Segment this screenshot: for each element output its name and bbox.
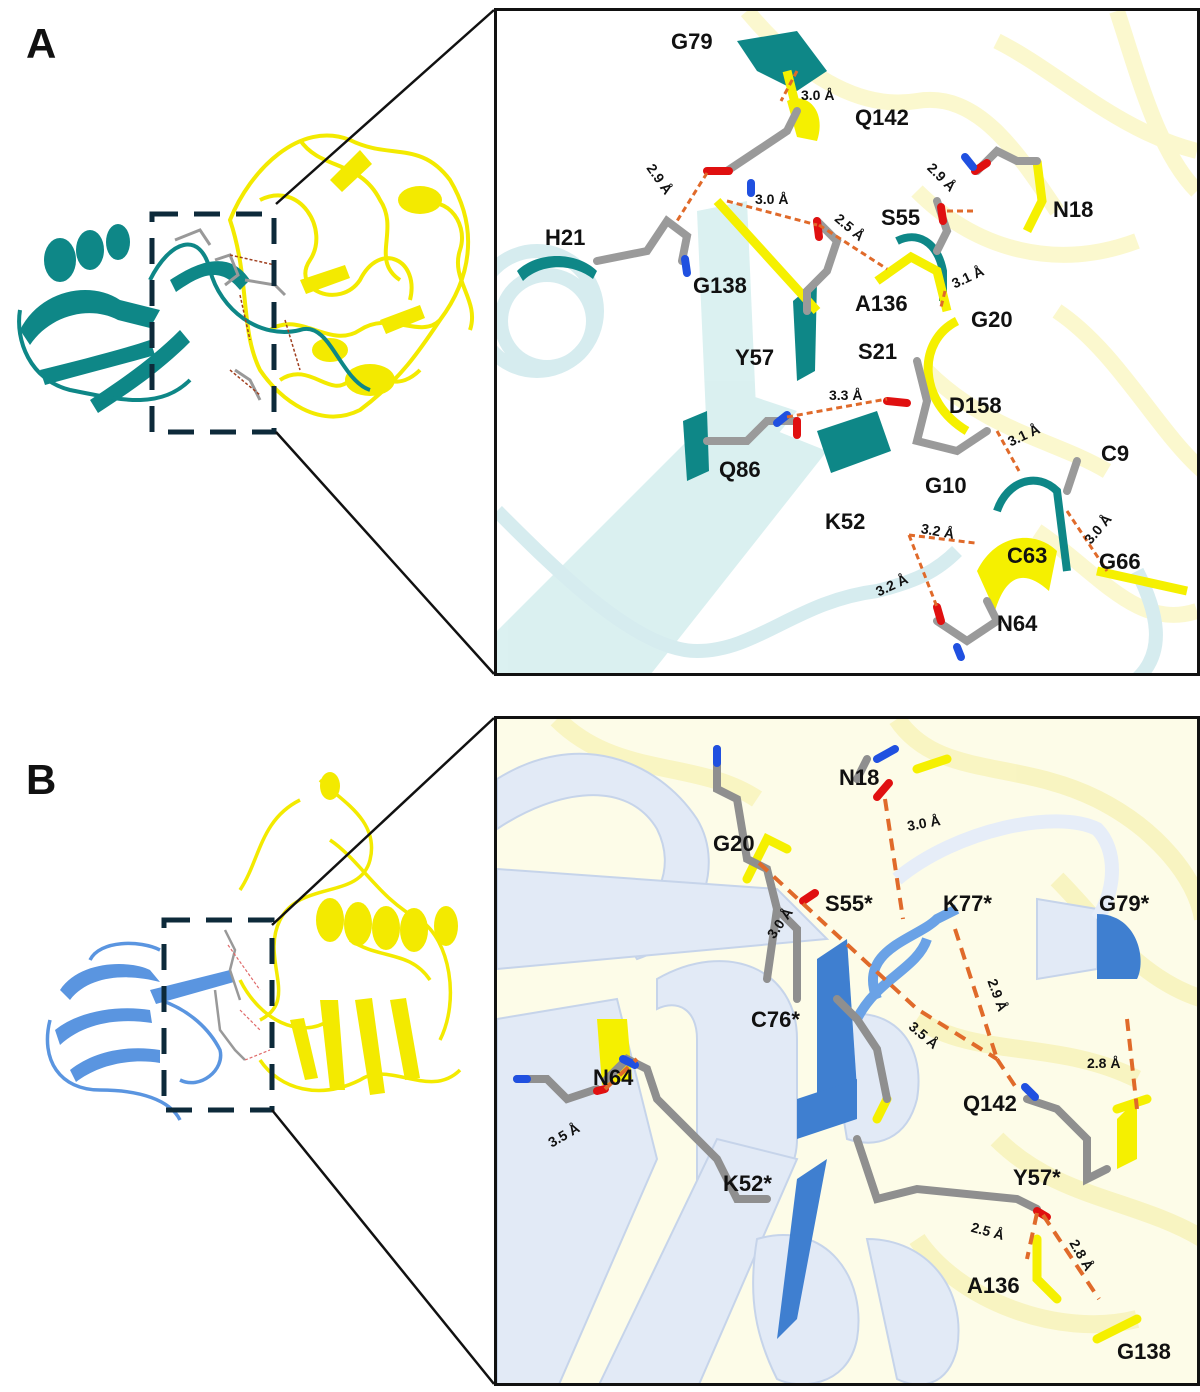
interface-detail-a-graphic bbox=[497, 11, 1197, 673]
residue-label: K52* bbox=[723, 1171, 772, 1196]
residue-label: Q142 bbox=[855, 105, 909, 130]
distance-label: 3.0 Å bbox=[801, 87, 835, 103]
residue-label: G20 bbox=[971, 307, 1013, 332]
residue-label: Q86 bbox=[719, 457, 761, 482]
residue-label: C76* bbox=[751, 1007, 800, 1032]
residue-label: G10 bbox=[925, 473, 967, 498]
residue-label: S21 bbox=[858, 339, 898, 364]
panel-a-letter: A bbox=[26, 20, 57, 67]
residue-label: N18 bbox=[839, 765, 880, 790]
protein-complex-a-graphic bbox=[17, 133, 474, 435]
residue-label: N64 bbox=[997, 611, 1038, 636]
residue-label: Y57* bbox=[1013, 1165, 1061, 1190]
panel-b-zoom-view: N18 G20 S55* K77* G79* C76* N64 Q142 K52… bbox=[494, 716, 1200, 1386]
residue-label: Q142 bbox=[963, 1091, 1017, 1116]
panel-a-zoom-view: G79 Q142 H21 G138 S55 N18 A136 G20 Y57 S… bbox=[494, 8, 1200, 676]
protein-complex-b-graphic bbox=[45, 772, 462, 1121]
residue-label: A136 bbox=[855, 291, 908, 316]
distance-label: 3.0 Å bbox=[755, 191, 789, 207]
residue-label: K77* bbox=[943, 891, 992, 916]
panel-a-overview-structure bbox=[0, 80, 500, 460]
residue-label: D158 bbox=[949, 393, 1002, 418]
residue-label: G138 bbox=[693, 273, 747, 298]
selection-box bbox=[149, 211, 277, 435]
selection-box bbox=[161, 917, 275, 1113]
residue-label: C63 bbox=[1007, 543, 1048, 568]
interface-detail-b-graphic bbox=[497, 719, 1197, 1383]
distance-label: 2.8 Å bbox=[1087, 1055, 1121, 1071]
residue-label: G79 bbox=[671, 29, 713, 54]
residue-label: G79* bbox=[1099, 891, 1150, 916]
residue-label: H21 bbox=[545, 225, 586, 250]
residue-label: A136 bbox=[967, 1273, 1020, 1298]
panel-b-overview-structure bbox=[0, 760, 500, 1140]
panel-b-letter: B bbox=[26, 756, 57, 803]
distance-label: 3.3 Å bbox=[829, 387, 863, 403]
residue-label: S55 bbox=[881, 205, 921, 230]
residue-label: G66 bbox=[1099, 549, 1141, 574]
residue-label: N64 bbox=[593, 1065, 634, 1090]
residue-label: G138 bbox=[1117, 1339, 1171, 1364]
residue-label: S55* bbox=[825, 891, 873, 916]
residue-label: N18 bbox=[1053, 197, 1094, 222]
residue-label: K52 bbox=[825, 509, 866, 534]
residue-label: Y57 bbox=[735, 345, 775, 370]
residue-label: C9 bbox=[1101, 441, 1130, 466]
residue-label: G20 bbox=[713, 831, 755, 856]
